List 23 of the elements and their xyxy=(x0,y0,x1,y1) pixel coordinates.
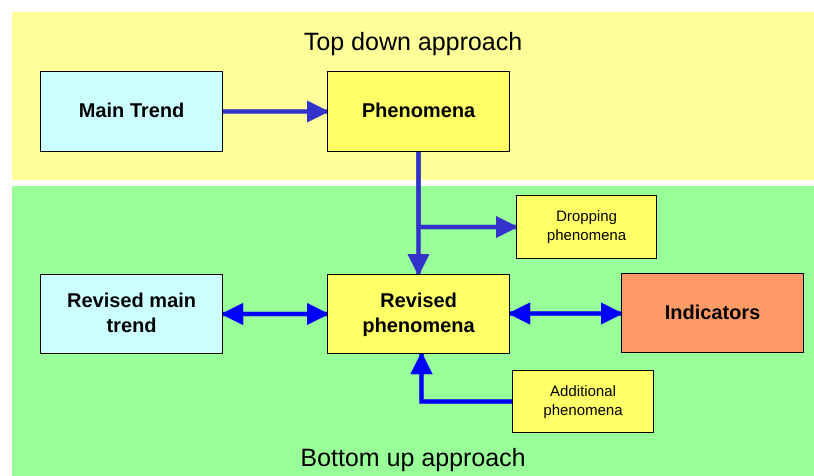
section-band xyxy=(12,186,814,476)
section-band xyxy=(12,12,814,180)
arrow xyxy=(416,152,518,238)
box-label: Dropping phenomena xyxy=(546,208,628,246)
section-heading: Top down approach xyxy=(302,28,524,57)
process-box xyxy=(621,273,804,353)
process-box xyxy=(40,71,223,152)
process-box xyxy=(516,195,657,259)
box-label: Additional phenomena xyxy=(542,382,624,420)
arrow xyxy=(508,302,624,325)
box-label: Revised main trend xyxy=(66,289,197,339)
process-box xyxy=(327,274,510,354)
arrow xyxy=(220,302,330,326)
arrow xyxy=(223,100,330,123)
section-heading: Bottom up approach xyxy=(299,444,527,473)
process-box xyxy=(40,274,223,354)
process-box xyxy=(512,370,654,433)
box-label: Main Trend xyxy=(78,99,184,124)
box-label: Phenomena xyxy=(362,99,476,124)
arrow xyxy=(410,352,512,404)
box-label: Revised phenomena xyxy=(361,289,476,339)
process-box xyxy=(327,71,510,152)
box-label: Indicators xyxy=(664,300,760,326)
